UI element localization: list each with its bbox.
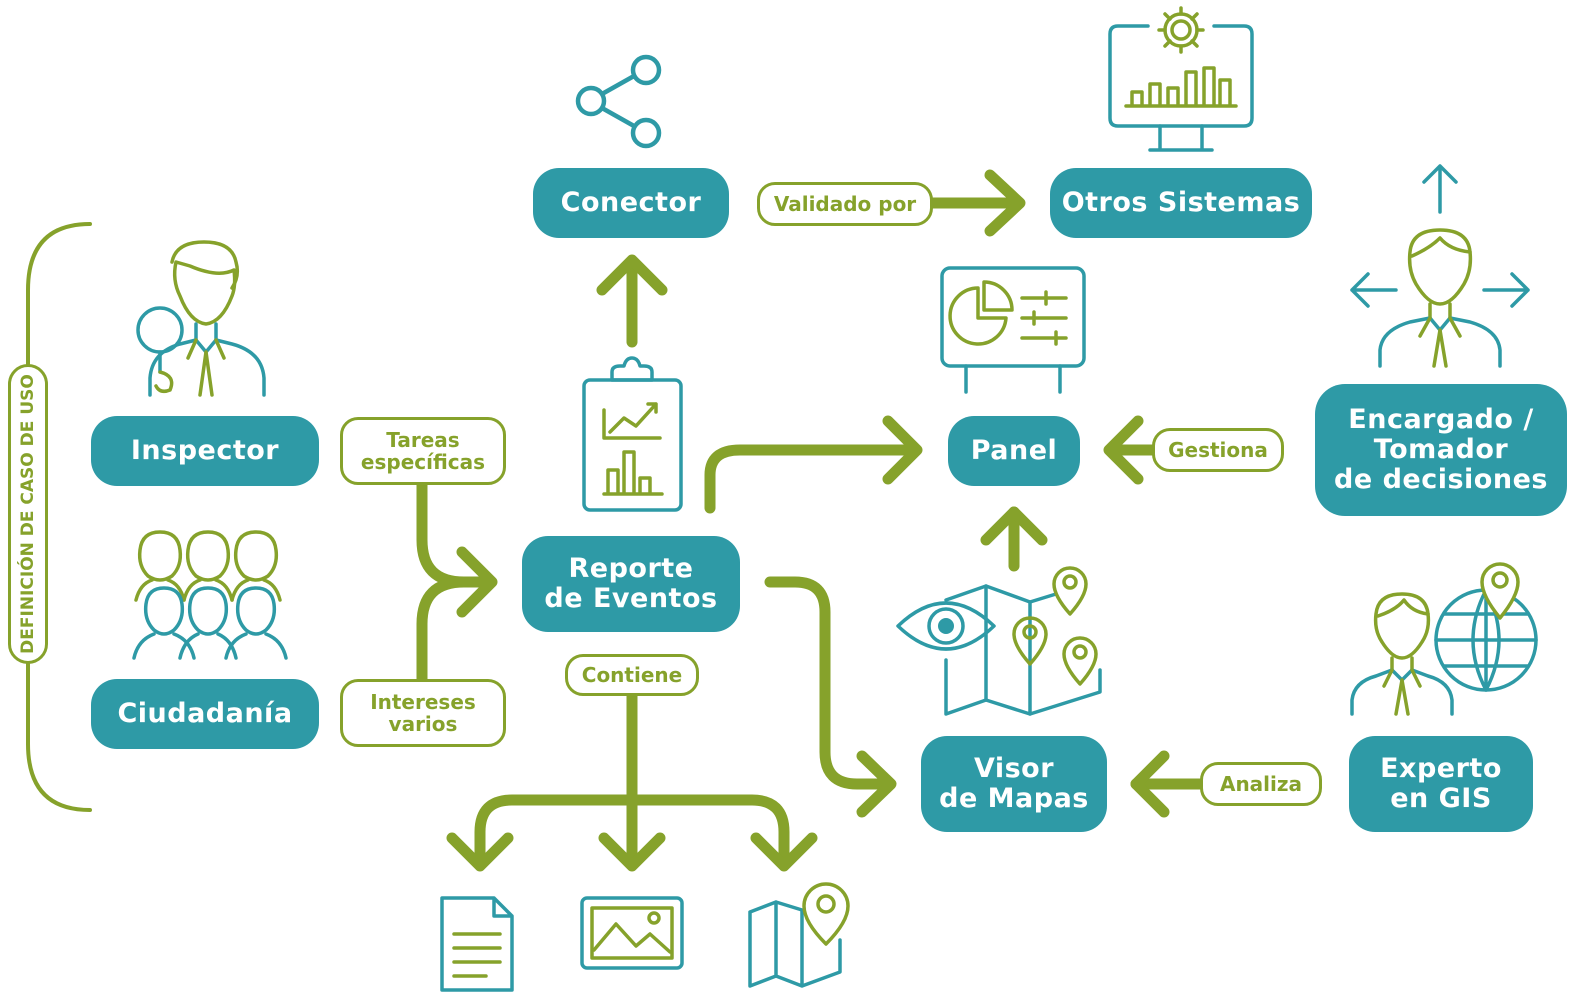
node-panel: Panel xyxy=(948,416,1080,486)
label-gestiona: Gestiona xyxy=(1152,428,1284,472)
node-ciudadania: Ciudadanía xyxy=(91,679,319,749)
document-icon xyxy=(440,896,514,992)
node-reporte-eventos: Reporte de Eventos xyxy=(522,536,740,632)
manager-arrows-icon xyxy=(1350,164,1530,368)
map-pin-icon xyxy=(748,882,850,988)
label-gestiona-text: Gestiona xyxy=(1168,438,1268,462)
arrow-head-reporte xyxy=(456,546,498,618)
arrow-head-map xyxy=(750,832,818,872)
node-reporte-label: Reporte de Eventos xyxy=(544,553,718,614)
label-contiene-text: Contiene xyxy=(581,663,683,687)
arrow-head-visor-right xyxy=(1130,750,1170,818)
eye-map-pins-icon xyxy=(896,566,1102,716)
arrow-head-document xyxy=(446,832,514,872)
dashboard-monitor-icon xyxy=(940,266,1086,394)
node-experto-gis: Experto en GIS xyxy=(1349,736,1533,832)
node-conector-label: Conector xyxy=(560,187,702,218)
edge-reporte-panel xyxy=(704,444,920,514)
arrow-head-panel xyxy=(882,415,923,485)
edge-contiene-branch xyxy=(474,794,790,868)
node-visor-label: Visor de Mapas xyxy=(939,753,1089,814)
edge-reporte-visor xyxy=(764,576,894,790)
node-inspector: Inspector xyxy=(91,416,319,486)
arrow-head-panel-up xyxy=(980,506,1048,546)
label-contiene: Contiene xyxy=(565,654,699,696)
node-panel-label: Panel xyxy=(970,435,1058,466)
arrow-head-image xyxy=(598,832,666,872)
label-tareas: Tareas específicas xyxy=(340,417,506,485)
arrow-head-visor xyxy=(856,750,897,818)
edge-intereses-reporte xyxy=(416,576,470,686)
arrow-head-otros xyxy=(984,169,1026,237)
arrow-head-panel-right xyxy=(1103,415,1144,485)
monitor-gear-chart-icon xyxy=(1108,6,1254,152)
node-encargado: Encargado / Tomador de decisiones xyxy=(1315,384,1567,516)
gis-expert-globe-icon xyxy=(1350,562,1538,716)
node-ciudadania-label: Ciudadanía xyxy=(117,698,293,729)
label-intereses: Intereses varios xyxy=(340,679,506,747)
citizens-group-icon xyxy=(132,530,288,660)
node-encargado-label: Encargado / Tomador de decisiones xyxy=(1334,404,1548,495)
label-validado: Validado por xyxy=(757,182,933,226)
share-network-icon xyxy=(575,54,662,149)
node-otros-sistemas: Otros Sistemas xyxy=(1050,168,1312,238)
node-conector: Conector xyxy=(533,168,729,238)
label-analiza-text: Analiza xyxy=(1219,772,1303,796)
node-otros-label: Otros Sistemas xyxy=(1061,187,1301,218)
inspector-person-magnifier-icon xyxy=(136,240,266,397)
label-intereses-text: Intereses varios xyxy=(370,690,476,736)
image-icon xyxy=(580,896,684,970)
arrow-head-conector xyxy=(596,254,668,296)
label-analiza: Analiza xyxy=(1200,762,1322,806)
node-inspector-label: Inspector xyxy=(130,435,280,466)
label-tareas-text: Tareas específicas xyxy=(360,428,486,474)
clipboard-chart-icon xyxy=(582,356,683,512)
node-visor-mapas: Visor de Mapas xyxy=(921,736,1107,832)
label-validado-text: Validado por xyxy=(773,192,917,216)
node-experto-label: Experto en GIS xyxy=(1380,753,1502,814)
side-label: DEFINICIÓN DE CASO DE USO xyxy=(8,364,48,664)
